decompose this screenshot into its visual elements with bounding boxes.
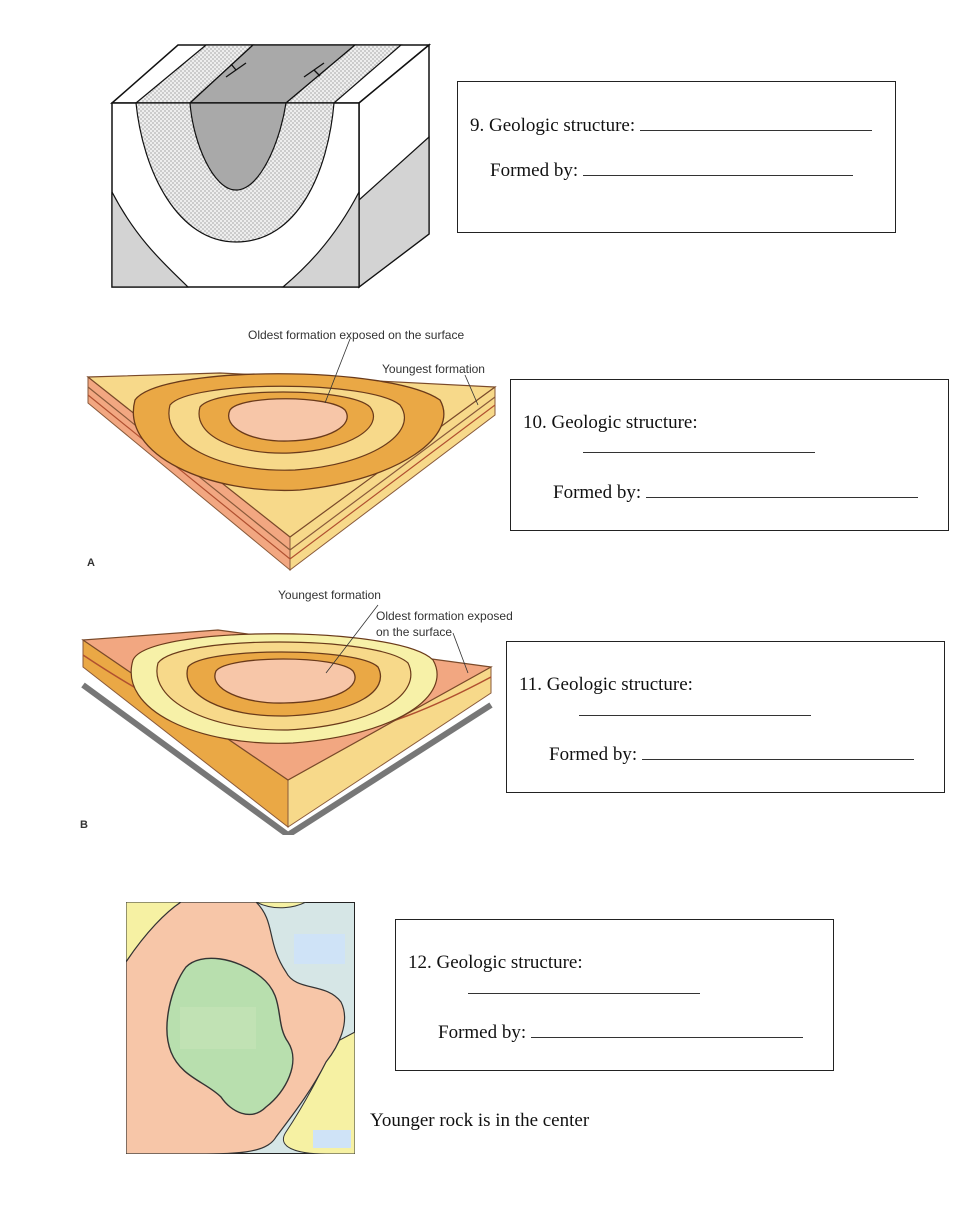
q9-structure-blank[interactable]: [639, 115, 872, 131]
q12-formed-label: Formed by:: [438, 1022, 527, 1043]
question-11-box: 11. Geologic structure: Formed by:: [506, 641, 945, 793]
q10-structure-blank[interactable]: [583, 437, 815, 453]
q9-formed-blank[interactable]: [582, 160, 853, 176]
q10-formed-label: Formed by:: [553, 482, 642, 503]
basin-illustration: [86, 338, 497, 572]
q11-formed-label: Formed by:: [549, 744, 638, 765]
syncline-block-diagram: [110, 43, 432, 289]
dome-diagram-b: Youngest formation Oldest formation expo…: [78, 585, 540, 839]
q9-formed-label: Formed by:: [490, 160, 579, 181]
q12-formed-blank[interactable]: [530, 1022, 803, 1038]
q12-note: Younger rock is in the center: [370, 1110, 590, 1131]
geologic-map: [126, 902, 355, 1154]
question-9-box: 9. Geologic structure: Formed by:: [457, 81, 896, 233]
q11-structure-label: 11. Geologic structure:: [519, 674, 693, 695]
question-12-box: 12. Geologic structure: Formed by:: [395, 919, 834, 1071]
q12-structure-blank[interactable]: [468, 978, 700, 994]
figa-panel-letter: A: [87, 557, 95, 569]
figb-label-oldest-line2: on the surface: [376, 625, 453, 639]
figa-label-youngest: Youngest formation: [382, 362, 485, 376]
figb-label-oldest-line1: Oldest formation exposed: [376, 609, 513, 623]
q12-structure-label: 12. Geologic structure:: [408, 952, 583, 973]
basin-diagram-a: Oldest formation exposed on the surface …: [80, 325, 510, 575]
q10-formed-blank[interactable]: [645, 482, 918, 498]
q10-structure-label: 10. Geologic structure:: [523, 412, 698, 433]
figb-panel-letter: B: [80, 819, 88, 831]
q11-formed-blank[interactable]: [641, 744, 914, 760]
question-10-box: 10. Geologic structure: Formed by:: [510, 379, 949, 531]
figb-label-youngest: Youngest formation: [278, 588, 381, 602]
figa-label-oldest: Oldest formation exposed on the surface: [248, 328, 465, 342]
q11-structure-blank[interactable]: [579, 700, 811, 716]
q9-structure-label: 9. Geologic structure:: [470, 115, 636, 136]
